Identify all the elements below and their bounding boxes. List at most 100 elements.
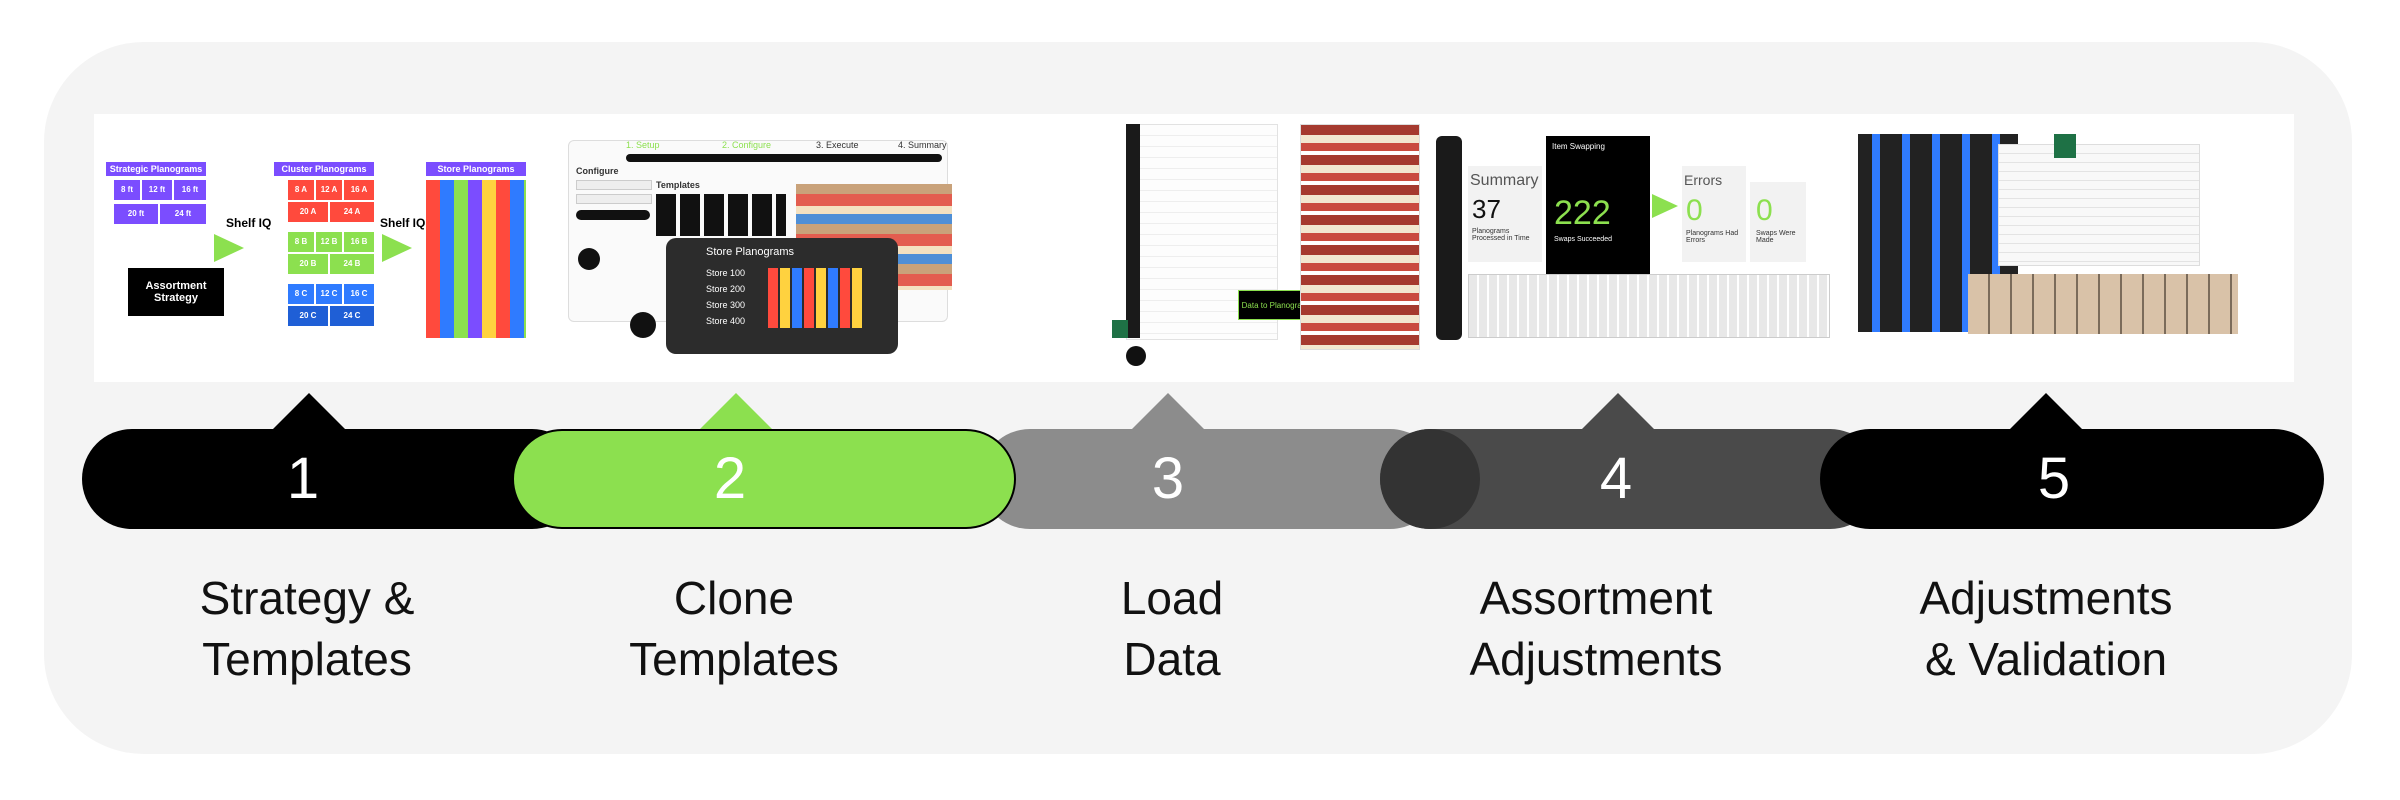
errors-caption: Planograms Had Errors	[1686, 230, 1739, 244]
cluster-block: 12 B	[316, 232, 342, 252]
step-pill-5[interactable]	[1820, 429, 2324, 529]
step-4-circle	[1380, 429, 1480, 529]
strategic-planograms-header: Strategic Planograms	[106, 162, 206, 176]
report-dashboard	[1858, 134, 2018, 332]
pointer-step-3	[1132, 393, 1204, 429]
store-planograms-title: Store Planograms	[706, 246, 795, 258]
logo-icon	[630, 312, 656, 338]
configure-label: Configure	[576, 166, 619, 176]
arrow-right-icon	[1652, 194, 1678, 218]
step-label-line: Data	[1123, 633, 1221, 685]
excel-icon	[2054, 134, 2076, 158]
arrow-right-icon	[214, 234, 244, 262]
strategic-block: 24 ft	[160, 204, 206, 224]
store-row-label: Store 200	[706, 284, 746, 294]
strategic-block: 8 ft	[114, 180, 140, 200]
step-label-5: Adjustments & Validation	[1866, 568, 2226, 690]
step-label-4: Assortment Adjustments	[1416, 568, 1776, 690]
cluster-block: 20 A	[288, 202, 328, 222]
cluster-grid: 8 A 12 A 16 A 20 A 24 A 8 B 12 B 16 B 20…	[274, 180, 374, 338]
store-row-label: Store 100	[706, 268, 746, 278]
cluster-block: 16 A	[344, 180, 374, 200]
configure-input[interactable]	[576, 180, 652, 190]
panel-load-data: Data to Planogram	[1016, 124, 1422, 372]
errors-card	[1682, 166, 1746, 262]
strategic-block: 20 ft	[114, 204, 158, 224]
excel-window	[1998, 144, 2200, 266]
planogram-thumbnails	[1968, 274, 2238, 334]
summary-label: Summary	[1470, 172, 1539, 189]
strategic-block: 16 ft	[174, 180, 206, 200]
panel-assortment-adjustments: Summary 37 Planograms Processed in Time …	[1426, 124, 1886, 372]
errors-value: 0	[1686, 194, 1703, 227]
shelf-iq-label: Shelf IQ	[226, 216, 272, 230]
wizard-step: 4. Summary	[898, 140, 947, 150]
cluster-block: 16 B	[344, 232, 374, 252]
step-label-line: Adjustments	[1469, 633, 1723, 685]
logo-icon	[578, 248, 600, 270]
step-label-line: Templates	[202, 633, 412, 685]
cluster-block: 8 C	[288, 284, 314, 304]
pointer-step-5	[2010, 393, 2082, 429]
strategic-block: 12 ft	[142, 180, 172, 200]
swaps-caption: Swaps Were Made	[1756, 230, 1796, 244]
step-number-3: 3	[1151, 446, 1185, 511]
data-to-planogram-box: Data to Planogram	[1238, 290, 1312, 320]
step-label-line: & Validation	[1924, 633, 2168, 685]
screenshot-strip: Strategic Planograms 8 ft 12 ft 16 ft 20…	[94, 114, 2294, 382]
step-label-2: Clone Templates	[554, 568, 914, 690]
cluster-block: 8 A	[288, 180, 314, 200]
cluster-block: 24 B	[330, 254, 374, 274]
assortment-strategy-label: Assortment Strategy	[145, 280, 207, 304]
panel-adjustments-validation	[1858, 124, 2238, 372]
wizard-step: 2. Configure	[722, 140, 772, 150]
step-pill-3[interactable]	[980, 429, 1440, 529]
panel-clone-templates: 1. Setup 2. Configure 3. Execute 4. Summ…	[546, 124, 956, 372]
step-number-5: 5	[2037, 446, 2071, 511]
summary-caption: Planograms Processed in Time	[1472, 228, 1530, 242]
swap-value: 222	[1554, 194, 1611, 232]
logo-icon	[1126, 346, 1146, 366]
planogram-image	[1300, 124, 1420, 350]
summary-value: 37	[1472, 194, 1501, 224]
step-pill-2[interactable]	[512, 429, 1016, 529]
cluster-block: 12 A	[316, 180, 342, 200]
cluster-block: 24 A	[330, 202, 374, 222]
step-number-2: 2	[713, 446, 747, 511]
panel-strategy-templates: Strategic Planograms 8 ft 12 ft 16 ft 20…	[106, 124, 536, 372]
spreadsheet-sidebar	[1126, 124, 1140, 338]
swap-caption: Swaps Succeeded	[1554, 236, 1612, 243]
arrow-right-icon	[382, 234, 412, 262]
step-label-1: Strategy & Templates	[127, 568, 487, 690]
step-label-line: Strategy &	[199, 572, 415, 624]
pointer-step-4	[1582, 393, 1654, 429]
configure-input[interactable]	[576, 194, 652, 204]
swaps-card	[1750, 182, 1806, 262]
step-label-line: Adjustments	[1919, 572, 2173, 624]
wizard-step: 3. Execute	[816, 140, 859, 150]
store-swatches	[768, 268, 864, 328]
cluster-block: 8 B	[288, 232, 314, 252]
cluster-block: 24 C	[330, 306, 374, 326]
assortment-strategy-box: Assortment Strategy	[128, 268, 224, 316]
templates-label: Templates	[656, 180, 700, 190]
summary-card	[1468, 166, 1542, 262]
store-row-label: Store 300	[706, 300, 746, 310]
cluster-planograms-header: Cluster Planograms	[274, 162, 374, 176]
step-number-4: 4	[1599, 446, 1633, 511]
template-thumbnails	[656, 194, 786, 236]
create-button[interactable]	[576, 210, 650, 220]
store-planogram-grid	[426, 180, 526, 338]
wizard-step: 1. Setup	[626, 140, 660, 150]
app-sidebar	[1436, 136, 1462, 340]
swaps-value: 0	[1756, 194, 1773, 227]
pointer-step-2	[700, 393, 772, 429]
shelf-iq-label: Shelf IQ	[380, 216, 426, 230]
errors-label: Errors	[1684, 172, 1723, 188]
step-label-line: Clone	[673, 572, 795, 624]
step-pill-1[interactable]	[82, 429, 582, 529]
cluster-block: 12 C	[316, 284, 342, 304]
pointer-step-1	[273, 393, 345, 429]
step-label-3: Load Data	[992, 568, 1352, 690]
cluster-block: 16 C	[344, 284, 374, 304]
